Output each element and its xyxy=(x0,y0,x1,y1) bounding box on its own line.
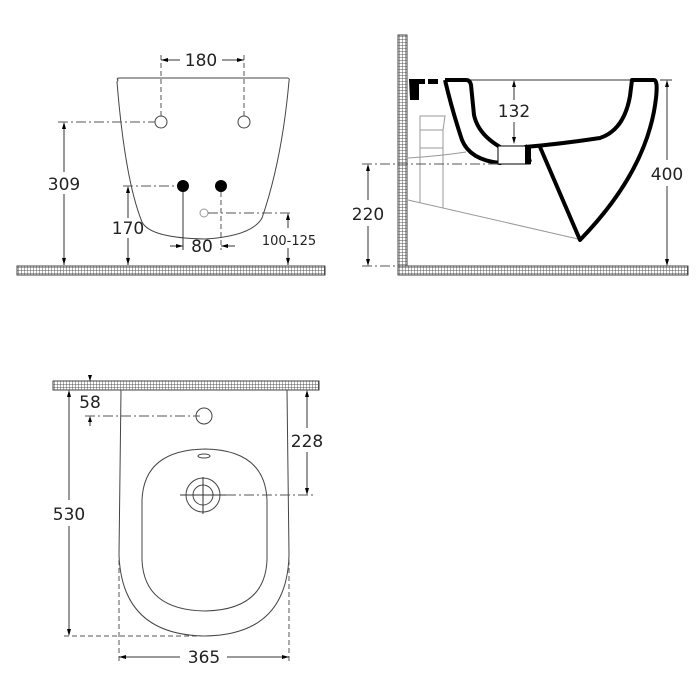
supply-point-left xyxy=(177,180,189,192)
dim-supply-height: 170 xyxy=(112,219,144,239)
wall-bracket xyxy=(409,79,425,100)
dim-fixing-spacing: 180 xyxy=(185,51,217,71)
fixing-hole-right xyxy=(237,115,251,129)
bidet-bowl-outline xyxy=(141,448,268,612)
floor-hatch xyxy=(16,265,326,276)
side-view: 132 220 400 xyxy=(352,34,689,276)
waste-outlet xyxy=(199,208,209,218)
dim-width: 365 xyxy=(188,648,220,668)
dim-supply-spacing: 80 xyxy=(191,237,213,257)
fixing-hole-left xyxy=(154,115,168,129)
dim-waste-outlet-height: 220 xyxy=(352,205,384,225)
top-view: 58 228 530 365 xyxy=(52,375,323,668)
bidet-top-outline xyxy=(118,389,290,637)
wall-hatch-top xyxy=(52,380,320,391)
dim-fixing-height: 309 xyxy=(48,175,80,195)
bidet-side-section xyxy=(443,78,513,165)
wall-hatch xyxy=(397,34,408,276)
dim-projection: 530 xyxy=(53,505,85,525)
bidet-front-outline xyxy=(116,77,290,240)
supply-point-right xyxy=(215,180,227,192)
dim-waste-height: 100-125 xyxy=(262,234,316,249)
dim-waste-offset: 228 xyxy=(291,432,323,452)
front-view: 180 309 170 80 100-125 xyxy=(16,51,326,276)
dim-rim-height: 400 xyxy=(651,165,683,185)
dim-tap-hole-offset: 58 xyxy=(79,393,101,413)
dim-bowl-depth: 132 xyxy=(498,102,530,122)
floor-hatch-side xyxy=(397,265,689,276)
